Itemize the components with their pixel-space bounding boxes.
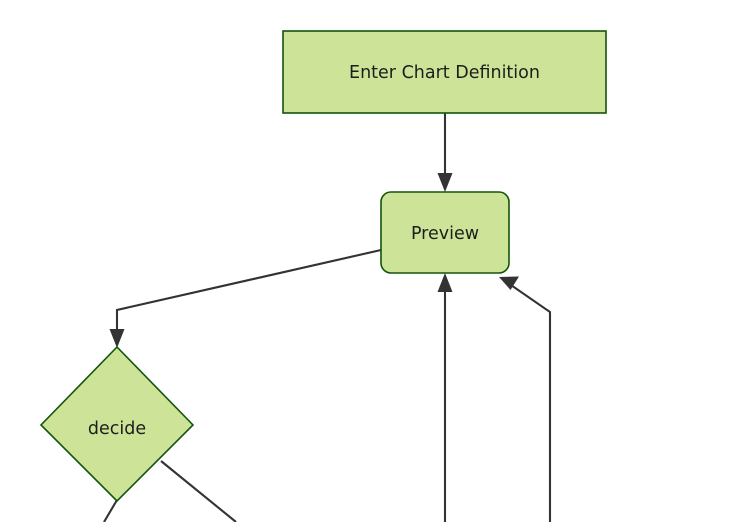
node-layer: Enter Chart Definition Preview decide [39,30,607,503]
edge-line [103,499,118,522]
node-shape-rounded-rectangle[interactable] [380,191,510,274]
edge-bottom-center-to-preview [437,273,453,522]
node-label-enter-chart-definition: Enter Chart Definition [349,63,540,83]
edge-decide-to-offscreen-left [103,499,118,522]
arrow-head-icon [499,276,519,290]
edge-line [507,282,552,522]
edge-decide-to-offscreen-right [160,460,237,522]
arrow-head-icon [109,329,125,348]
edge-preview-to-decide [109,248,382,348]
node-enter-chart-definition[interactable]: Enter Chart Definition [282,30,607,114]
edge-line [115,248,382,337]
edge-bottom-right-to-preview [499,276,552,522]
edge-enter-to-preview [437,113,453,192]
node-shape-rectangle[interactable] [282,30,607,114]
arrow-head-icon [437,273,453,292]
node-label-decide: decide [88,419,146,439]
node-preview[interactable]: Preview [380,191,510,274]
node-label-preview: Preview [411,224,479,244]
arrow-head-icon [437,173,453,192]
edge-line [160,460,237,522]
node-decide[interactable]: decide [39,345,195,503]
node-shape-diamond[interactable] [39,345,195,503]
edge-layer [103,113,552,522]
